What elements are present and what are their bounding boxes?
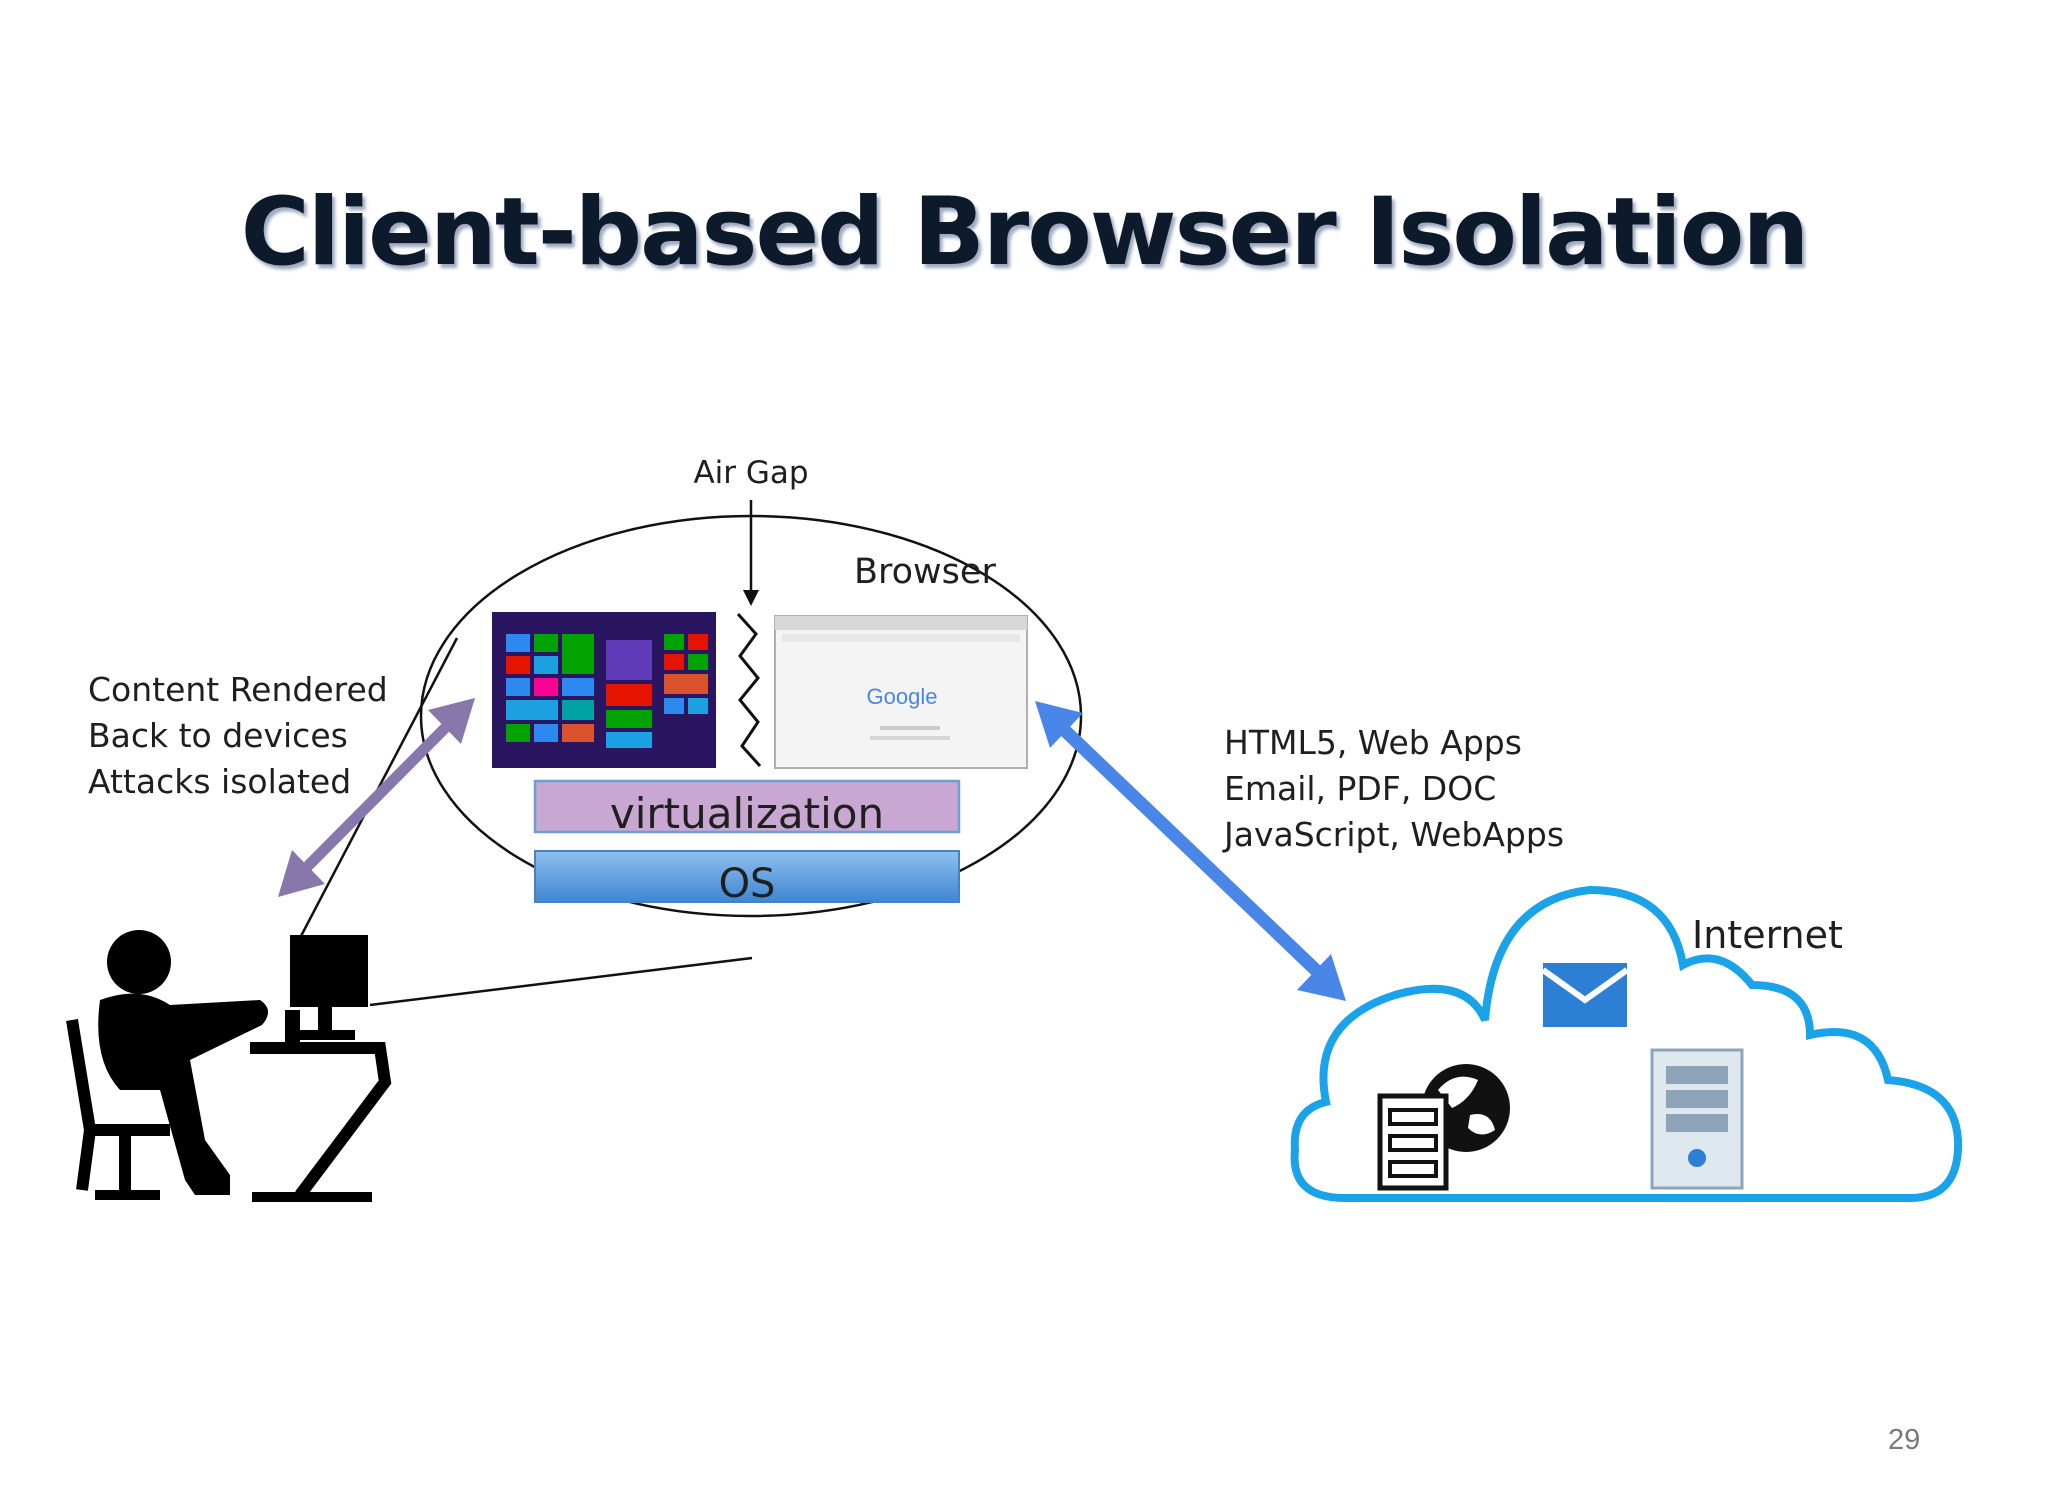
right-note-3: JavaScript, WebApps	[1224, 815, 1565, 854]
email-envelope-icon	[1541, 963, 1629, 1027]
right-note-1: HTML5, Web Apps	[1224, 723, 1522, 762]
virtualization-label: virtualization	[610, 789, 884, 838]
windows-desktop-screenshot	[492, 612, 716, 768]
left-arrowhead-top	[428, 698, 475, 744]
right-notes: HTML5, Web Apps Email, PDF, DOC JavaScri…	[1224, 720, 1564, 858]
page-number: 29	[1888, 1424, 1921, 1456]
right-double-arrow	[1053, 719, 1327, 981]
os-label: OS	[719, 861, 776, 907]
server-tower-icon	[1650, 1048, 1744, 1190]
right-note-2: Email, PDF, DOC	[1224, 769, 1497, 808]
left-note-2: Back to devices	[88, 716, 348, 755]
browser-label: Browser	[854, 552, 996, 592]
google-logo-text: Google	[867, 684, 938, 709]
left-notes: Content Rendered Back to devices Attacks…	[88, 667, 388, 805]
virtualization-bar	[533, 779, 961, 834]
left-arrowhead-bottom	[278, 850, 325, 897]
slide-title: Client-based Browser Isolation	[240, 178, 1810, 287]
right-arrowhead-bottom	[1297, 954, 1346, 1001]
browser-screenshot: Google	[774, 615, 1028, 769]
air-gap-label: Air Gap	[693, 455, 808, 491]
air-gap-zigzag	[736, 612, 762, 768]
internet-label: Internet	[1692, 913, 1843, 957]
right-arrowhead-top	[1035, 701, 1083, 748]
left-note-1: Content Rendered	[88, 670, 388, 709]
air-gap-arrowhead	[743, 590, 759, 606]
globe-server-icon	[1377, 1064, 1510, 1191]
cloud-icon	[1290, 885, 1963, 1202]
os-bar	[534, 850, 960, 903]
user-at-desk-icon	[66, 930, 392, 1202]
left-note-3: Attacks isolated	[88, 762, 352, 801]
left-double-arrow	[298, 718, 455, 876]
zoom-line-bottom	[369, 956, 753, 1007]
